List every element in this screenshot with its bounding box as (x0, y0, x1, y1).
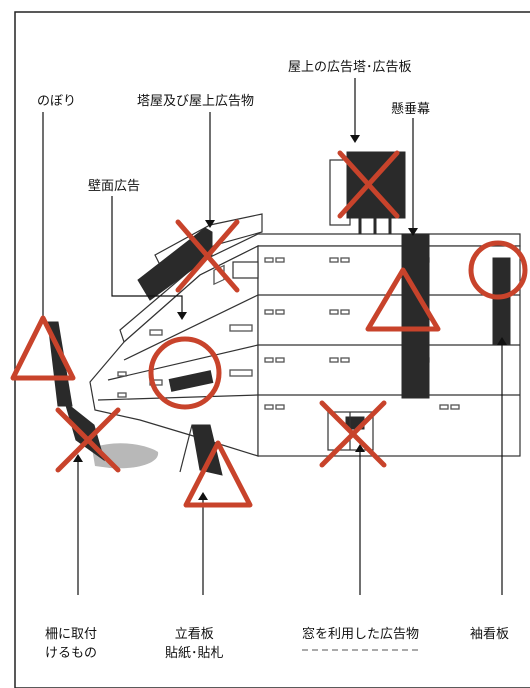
arrowheads (73, 135, 507, 500)
hanging-curtain (401, 233, 430, 399)
page-frame (14, 11, 530, 688)
evaluation-marks (10, 150, 528, 508)
label-window-ad: 窓を利用した広告物 (302, 627, 420, 642)
fence-cross-mark (55, 407, 121, 473)
wall-ad-circle-mark (148, 336, 222, 410)
stand-sign-triangle-mark (183, 440, 253, 508)
label-stand-sign: 立看板 貼紙･貼札 (165, 626, 224, 664)
label-tower-rooftop: 塔屋及び屋上広告物 (137, 94, 255, 109)
leader-lines (42, 78, 503, 595)
stand-sign (191, 424, 223, 476)
label-stand-line1: 立看板 (174, 627, 214, 642)
building (89, 159, 521, 457)
label-projecting-sign: 袖看板 (470, 627, 510, 642)
label-nobori: のぼり (37, 94, 77, 109)
label-rooftop-tower-board: 屋上の広告塔･広告板 (288, 60, 412, 75)
projecting-sign (492, 257, 511, 345)
projecting-sign-circle-mark (468, 240, 528, 300)
label-wall-ad: 壁面広告 (88, 179, 141, 194)
label-fence-line2: けるもの (45, 645, 98, 661)
hanging-curtain-triangle-mark (365, 267, 441, 332)
tower-rooftop-cross-mark (175, 219, 240, 293)
window-ad-cross-mark (319, 400, 387, 468)
label-fence-line1: 柵に取付 (45, 627, 98, 642)
label-stand-line2: 貼紙･貼札 (165, 645, 224, 661)
main-facade (257, 245, 521, 457)
label-hanging-curtain: 懸垂幕 (391, 102, 431, 117)
label-fence: 柵に取付 けるもの (45, 626, 97, 664)
wall-ad-panel (168, 370, 214, 392)
nobori-triangle-mark (10, 315, 76, 381)
rooftop-billboard (346, 151, 406, 219)
rooftop-billboard-cross-mark (337, 150, 400, 219)
